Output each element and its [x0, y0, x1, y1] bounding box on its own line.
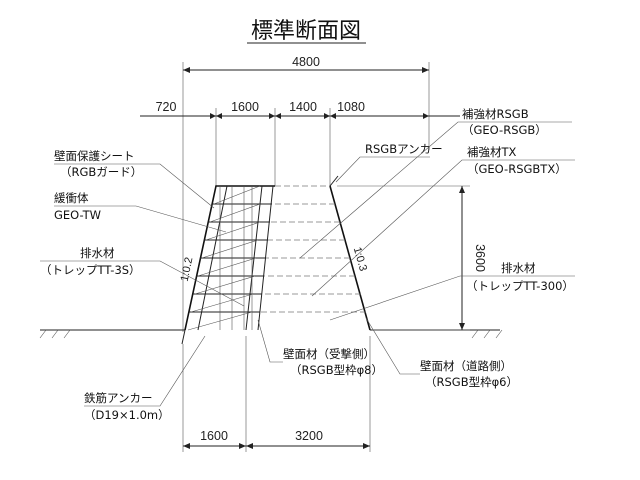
svg-text:（GEO-RSGBTX）: （GEO-RSGBTX）: [467, 162, 567, 176]
callout-wall-sheet: 壁面保護シート （RGBガード）: [54, 149, 215, 209]
top-dimension: 4800: [182, 55, 430, 332]
dim-seg-1400: 1400: [289, 100, 317, 114]
slope-left: 1:0.2: [179, 256, 196, 282]
dim-height: 3600: [473, 244, 487, 272]
svg-text:（トレップTT-3S）: （トレップTT-3S）: [40, 263, 141, 277]
height-dimension: 3600: [337, 185, 487, 331]
svg-text:（トレップTT-300）: （トレップTT-300）: [466, 279, 574, 293]
svg-text:排水材: 排水材: [80, 246, 115, 260]
dim-total-top: 4800: [292, 55, 320, 69]
svg-text:鉄筋アンカー: 鉄筋アンカー: [84, 391, 153, 405]
page-title: 標準断面図: [251, 19, 361, 44]
callout-rebar-anchor: 鉄筋アンカー （D19×1.0m）: [84, 335, 206, 422]
embankment-body: [181, 175, 371, 345]
svg-text:（RGBガード）: （RGBガード）: [60, 165, 142, 179]
svg-text:壁面材（受撃側）: 壁面材（受撃側）: [283, 347, 375, 361]
svg-text:補強材TX: 補強材TX: [467, 145, 517, 159]
svg-text:補強材RSGB: 補強材RSGB: [462, 107, 529, 121]
callout-rsgb-anchor: RSGBアンカー: [335, 142, 443, 183]
callout-drain-left: 排水材 （トレップTT-3S）: [40, 246, 245, 307]
dim-bottom-1600: 1600: [200, 429, 228, 443]
segment-dimensions: 720 1600 1400 1080: [140, 100, 460, 186]
svg-text:（RSGB型枠φ8）: （RSGB型枠φ8）: [290, 363, 383, 377]
dim-seg-1600: 1600: [231, 100, 259, 114]
callout-wall-face-impact: 壁面材（受撃側） （RSGB型枠φ8）: [257, 319, 383, 377]
dim-seg-1080: 1080: [337, 100, 365, 114]
svg-text:RSGBアンカー: RSGBアンカー: [365, 142, 443, 156]
svg-text:壁面材（道路側）: 壁面材（道路側）: [420, 359, 512, 373]
callout-wall-face-road: 壁面材（道路側） （RSGB型枠φ6）: [365, 317, 518, 389]
svg-text:緩衝体: 緩衝体: [54, 191, 89, 205]
callout-reinf-tx: 補強材TX （GEO-RSGBTX）: [311, 145, 575, 297]
callout-cushion: 緩衝体 GEO-TW: [54, 191, 227, 233]
dim-seg-720: 720: [156, 100, 177, 114]
svg-text:GEO-TW: GEO-TW: [54, 208, 101, 222]
svg-text:（GEO-RSGB）: （GEO-RSGB）: [462, 123, 547, 137]
callout-reinf-rsgb: 補強材RSGB （GEO-RSGB）: [299, 107, 572, 259]
svg-text:（D19×1.0m）: （D19×1.0m）: [84, 408, 170, 422]
svg-text:壁面保護シート: 壁面保護シート: [54, 149, 135, 163]
ground-line: [39, 329, 503, 339]
svg-text:排水材: 排水材: [501, 261, 536, 275]
bottom-dimension: 1600 3200: [182, 336, 371, 452]
callout-drain-right: 排水材 （トレップTT-300）: [329, 261, 575, 321]
svg-text:（RSGB型枠φ6）: （RSGB型枠φ6）: [425, 375, 518, 389]
dim-bottom-3200: 3200: [295, 429, 323, 443]
